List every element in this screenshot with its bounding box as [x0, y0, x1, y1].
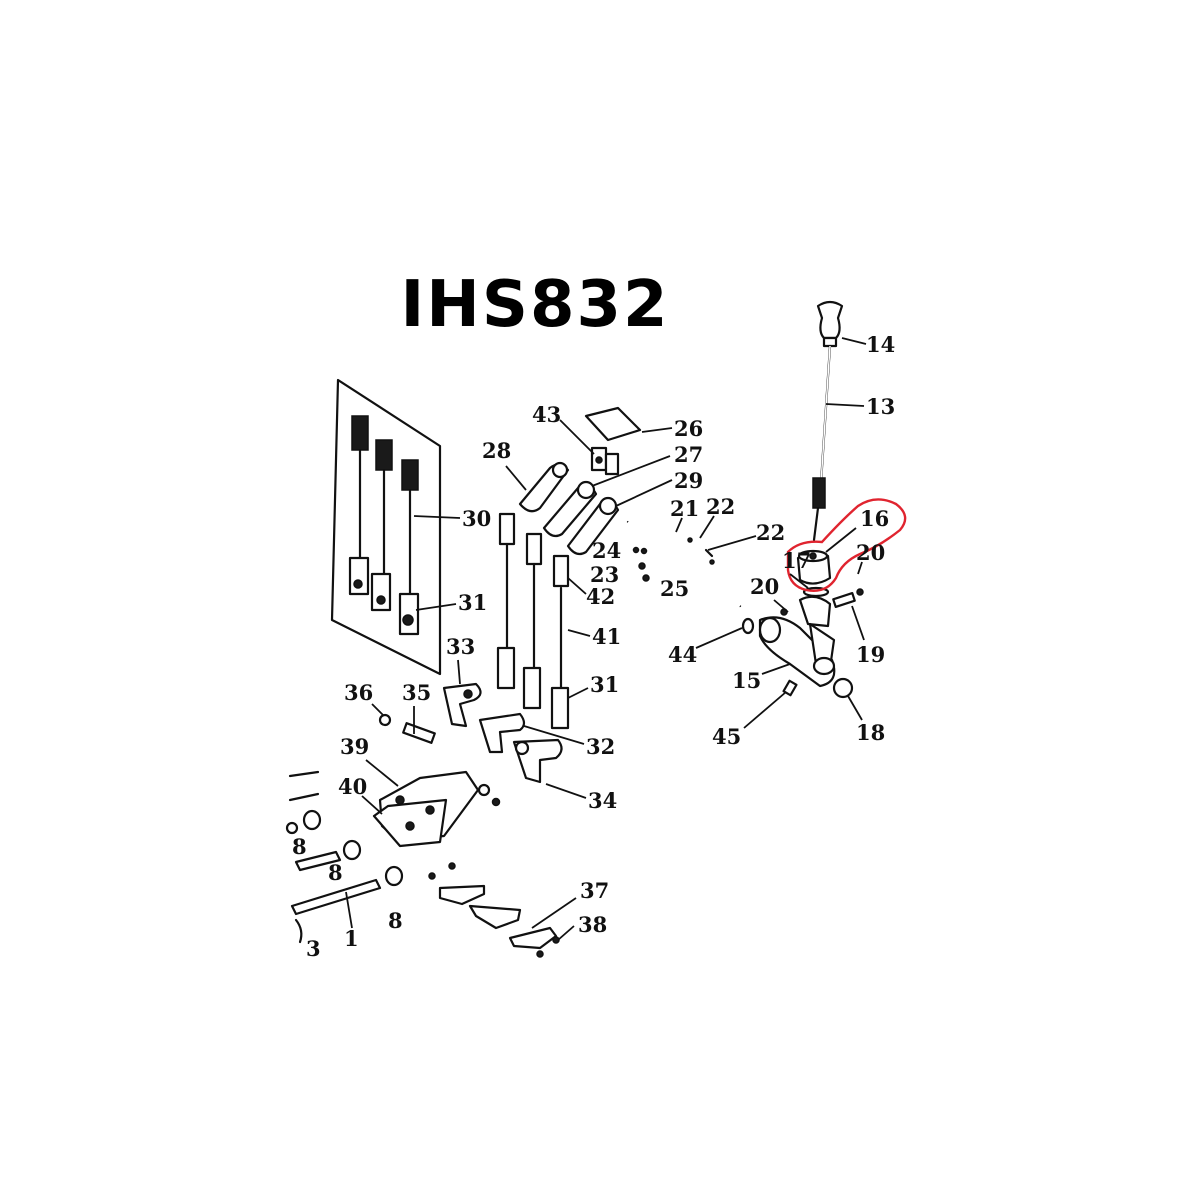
part-label-28: 28	[482, 438, 511, 463]
part-label-38: 38	[578, 912, 607, 937]
part-label-37: 37	[580, 878, 609, 903]
part-label-1: 1	[344, 926, 359, 951]
leader-lines	[345, 337, 867, 941]
lower-linkage	[378, 682, 563, 784]
part-label-8b: 8	[328, 860, 343, 885]
part-label-15: 15	[732, 668, 761, 693]
part-label-18: 18	[856, 720, 885, 745]
part-label-39: 39	[340, 734, 369, 759]
part-label-23: 23	[590, 562, 619, 587]
part-label-24: 24	[592, 538, 621, 563]
middle-shift-rods	[496, 512, 570, 730]
part-label-27: 27	[674, 442, 703, 467]
part-label-21: 21	[670, 496, 699, 521]
part-label-30: 30	[462, 506, 491, 531]
part-label-20: 20	[856, 540, 885, 565]
part-label-32: 32	[586, 734, 615, 759]
part-label-40: 40	[338, 774, 367, 799]
part-label-43: 43	[532, 402, 561, 427]
shift-lever-assembly	[626, 300, 864, 699]
diagram-title: IHS832	[400, 268, 670, 342]
part-label-20b: 20	[750, 574, 779, 599]
shift-rods-box	[330, 378, 442, 676]
part-label-8c: 8	[388, 908, 403, 933]
top-bracket	[584, 406, 642, 476]
part-label-31: 31	[458, 590, 487, 615]
part-label-33: 33	[446, 634, 475, 659]
part-label-36: 36	[344, 680, 373, 705]
shift-arms	[518, 461, 620, 556]
part-label-29: 29	[674, 468, 703, 493]
part-label-16: 16	[860, 506, 889, 531]
part-label-44: 44	[668, 642, 697, 667]
part-label-26: 26	[674, 416, 703, 441]
part-label-19: 19	[856, 642, 885, 667]
part-label-41: 41	[592, 624, 621, 649]
part-label-14: 14	[866, 332, 895, 357]
bottom-pieces	[428, 862, 560, 958]
part-label-22b: 22	[756, 520, 785, 545]
highlight-outline	[786, 498, 907, 592]
part-label-22: 22	[706, 494, 735, 519]
mount-brackets	[372, 770, 501, 848]
bottom-left-parts	[285, 770, 404, 944]
part-label-25: 25	[660, 576, 689, 601]
part-label-17: 17	[782, 548, 811, 573]
part-label-45: 45	[712, 724, 741, 749]
part-label-13: 13	[866, 394, 895, 419]
part-label-8a: 8	[292, 834, 307, 859]
part-label-42: 42	[586, 584, 615, 609]
part-labels: 14 13 16 20 17 20 19 15 18 45 44 22 22 2…	[292, 332, 895, 961]
part-label-35: 35	[402, 680, 431, 705]
part-label-3: 3	[306, 936, 321, 961]
part-label-31b: 31	[590, 672, 619, 697]
part-label-34: 34	[588, 788, 617, 813]
